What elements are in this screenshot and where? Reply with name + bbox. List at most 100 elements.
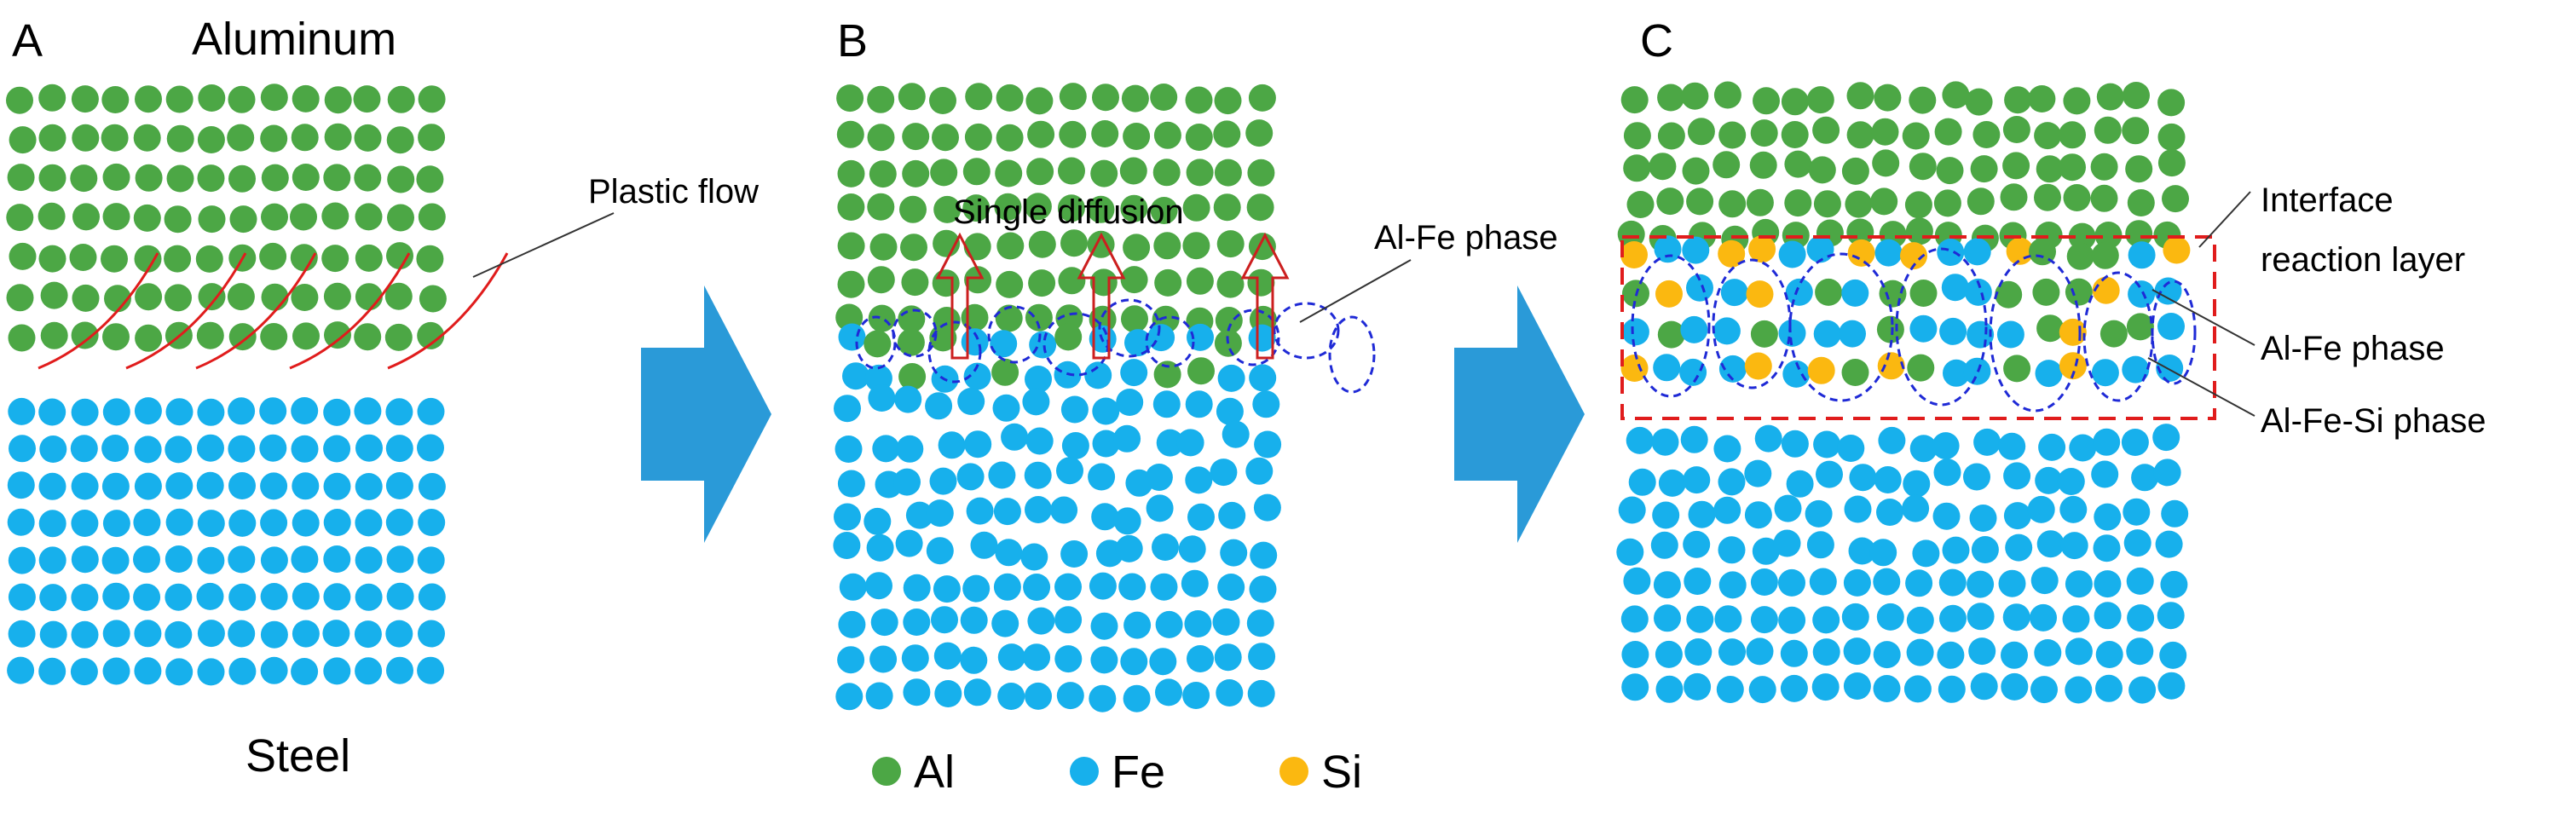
silicon-atom — [1807, 356, 1835, 384]
silicon-atom — [1847, 239, 1875, 267]
iron-atom — [354, 397, 382, 425]
iron-atom — [2121, 429, 2149, 456]
iron-atom — [2094, 503, 2122, 531]
aluminum-atom — [2090, 153, 2118, 181]
aluminum-atom — [6, 204, 34, 232]
aluminum-atom — [2034, 183, 2061, 211]
iron-atom — [834, 395, 861, 423]
iron-atom — [196, 582, 224, 610]
aluminum-atom — [2034, 122, 2062, 150]
aluminum-atom — [40, 281, 68, 309]
iron-atom — [2095, 641, 2123, 668]
aluminum-atom — [1026, 158, 1054, 186]
aluminum-atom — [1182, 232, 1210, 260]
process-arrow-a-to-b — [641, 285, 771, 543]
iron-atom — [418, 509, 446, 536]
iron-atom — [1027, 607, 1055, 635]
iron-atom — [1939, 317, 1967, 345]
iron-atom — [355, 509, 383, 537]
iron-atom — [1249, 575, 1277, 603]
iron-atom — [1806, 235, 1834, 263]
iron-atom — [1184, 610, 1212, 637]
aluminum-atom — [292, 84, 320, 112]
iron-atom — [1778, 240, 1806, 268]
iron-atom — [1092, 430, 1120, 458]
iron-atom — [1123, 611, 1152, 639]
iron-atom — [1973, 428, 2001, 456]
iron-atom — [165, 508, 193, 536]
aluminum-atom — [2065, 278, 2093, 306]
iron-atom — [2160, 570, 2188, 598]
iron-atom — [134, 397, 162, 425]
aluminum-atom — [837, 193, 865, 221]
iron-atom — [417, 434, 444, 462]
iron-atom — [165, 620, 193, 649]
aluminum-atom — [261, 283, 289, 311]
iron-atom — [2123, 529, 2151, 557]
iron-atom — [1750, 606, 1778, 634]
iron-atom — [1218, 501, 1246, 529]
iron-atom — [133, 583, 161, 611]
iron-atom — [2093, 534, 2121, 562]
iron-atom — [869, 645, 898, 673]
iron-atom — [1680, 315, 1708, 343]
iron-atom — [1029, 331, 1057, 359]
aluminum-atom — [1153, 232, 1181, 260]
silicon-atom — [1655, 280, 1683, 308]
iron-atom — [1939, 604, 1967, 632]
iron-atom — [1869, 539, 1897, 567]
iron-atom — [385, 620, 413, 648]
iron-atom — [988, 461, 1016, 489]
aluminum-atom — [290, 203, 317, 231]
iron-atom — [995, 539, 1023, 567]
silicon-atom — [2059, 318, 2087, 346]
iron-atom — [260, 620, 288, 649]
panel-a-letter: A — [12, 15, 43, 66]
aluminum-atom — [386, 126, 414, 154]
iron-atom — [2038, 433, 2066, 461]
aluminum-atom — [2059, 153, 2086, 182]
iron-atom — [1971, 536, 1999, 563]
iron-atom — [1020, 543, 1048, 571]
aluminum-atom — [387, 204, 414, 232]
aluminum-atom — [1216, 270, 1245, 298]
aluminum-atom — [1746, 188, 1774, 216]
iron-atom — [1245, 457, 1274, 485]
iron-atom — [1773, 529, 1801, 557]
aluminum-atom — [1784, 189, 1812, 217]
iron-atom — [1718, 638, 1746, 666]
iron-atom — [417, 656, 445, 684]
aluminum-atom — [197, 126, 225, 153]
iron-atom — [1686, 274, 1713, 302]
diffusion-arrow — [1240, 232, 1290, 360]
iron-atom — [1998, 569, 2026, 597]
aluminum-atom — [962, 194, 991, 222]
iron-atom — [101, 472, 130, 500]
aluminum-atom — [354, 323, 382, 351]
aluminum-atom — [195, 245, 223, 273]
iron-atom — [1905, 569, 1933, 597]
aluminum-atom — [290, 244, 318, 272]
panel-b-letter: B — [837, 15, 868, 66]
iron-atom — [1120, 648, 1148, 676]
iron-atom — [1718, 536, 1746, 564]
iron-atom — [2094, 570, 2122, 598]
aluminum-atom — [1753, 87, 1780, 115]
iron-atom — [1124, 329, 1152, 357]
aluminum-atom — [2091, 241, 2119, 269]
silicon-atom — [2059, 352, 2087, 380]
iron-atom — [134, 435, 162, 464]
aluminum-atom — [1248, 84, 1276, 112]
aluminum-atom — [292, 322, 320, 350]
iron-atom — [1683, 530, 1711, 558]
iron-atom — [1937, 239, 1965, 266]
al-fe-phase-outline — [1273, 302, 1340, 360]
aluminum-atom — [2157, 123, 2186, 151]
iron-atom — [71, 584, 99, 611]
iron-atom — [1090, 646, 1118, 674]
iron-atom — [2065, 570, 2093, 598]
aluminum-atom — [71, 85, 99, 113]
iron-atom — [966, 497, 994, 525]
iron-atom — [992, 394, 1020, 422]
al-fe-si-phase-label: Al-Fe-Si phase — [2261, 402, 2486, 440]
